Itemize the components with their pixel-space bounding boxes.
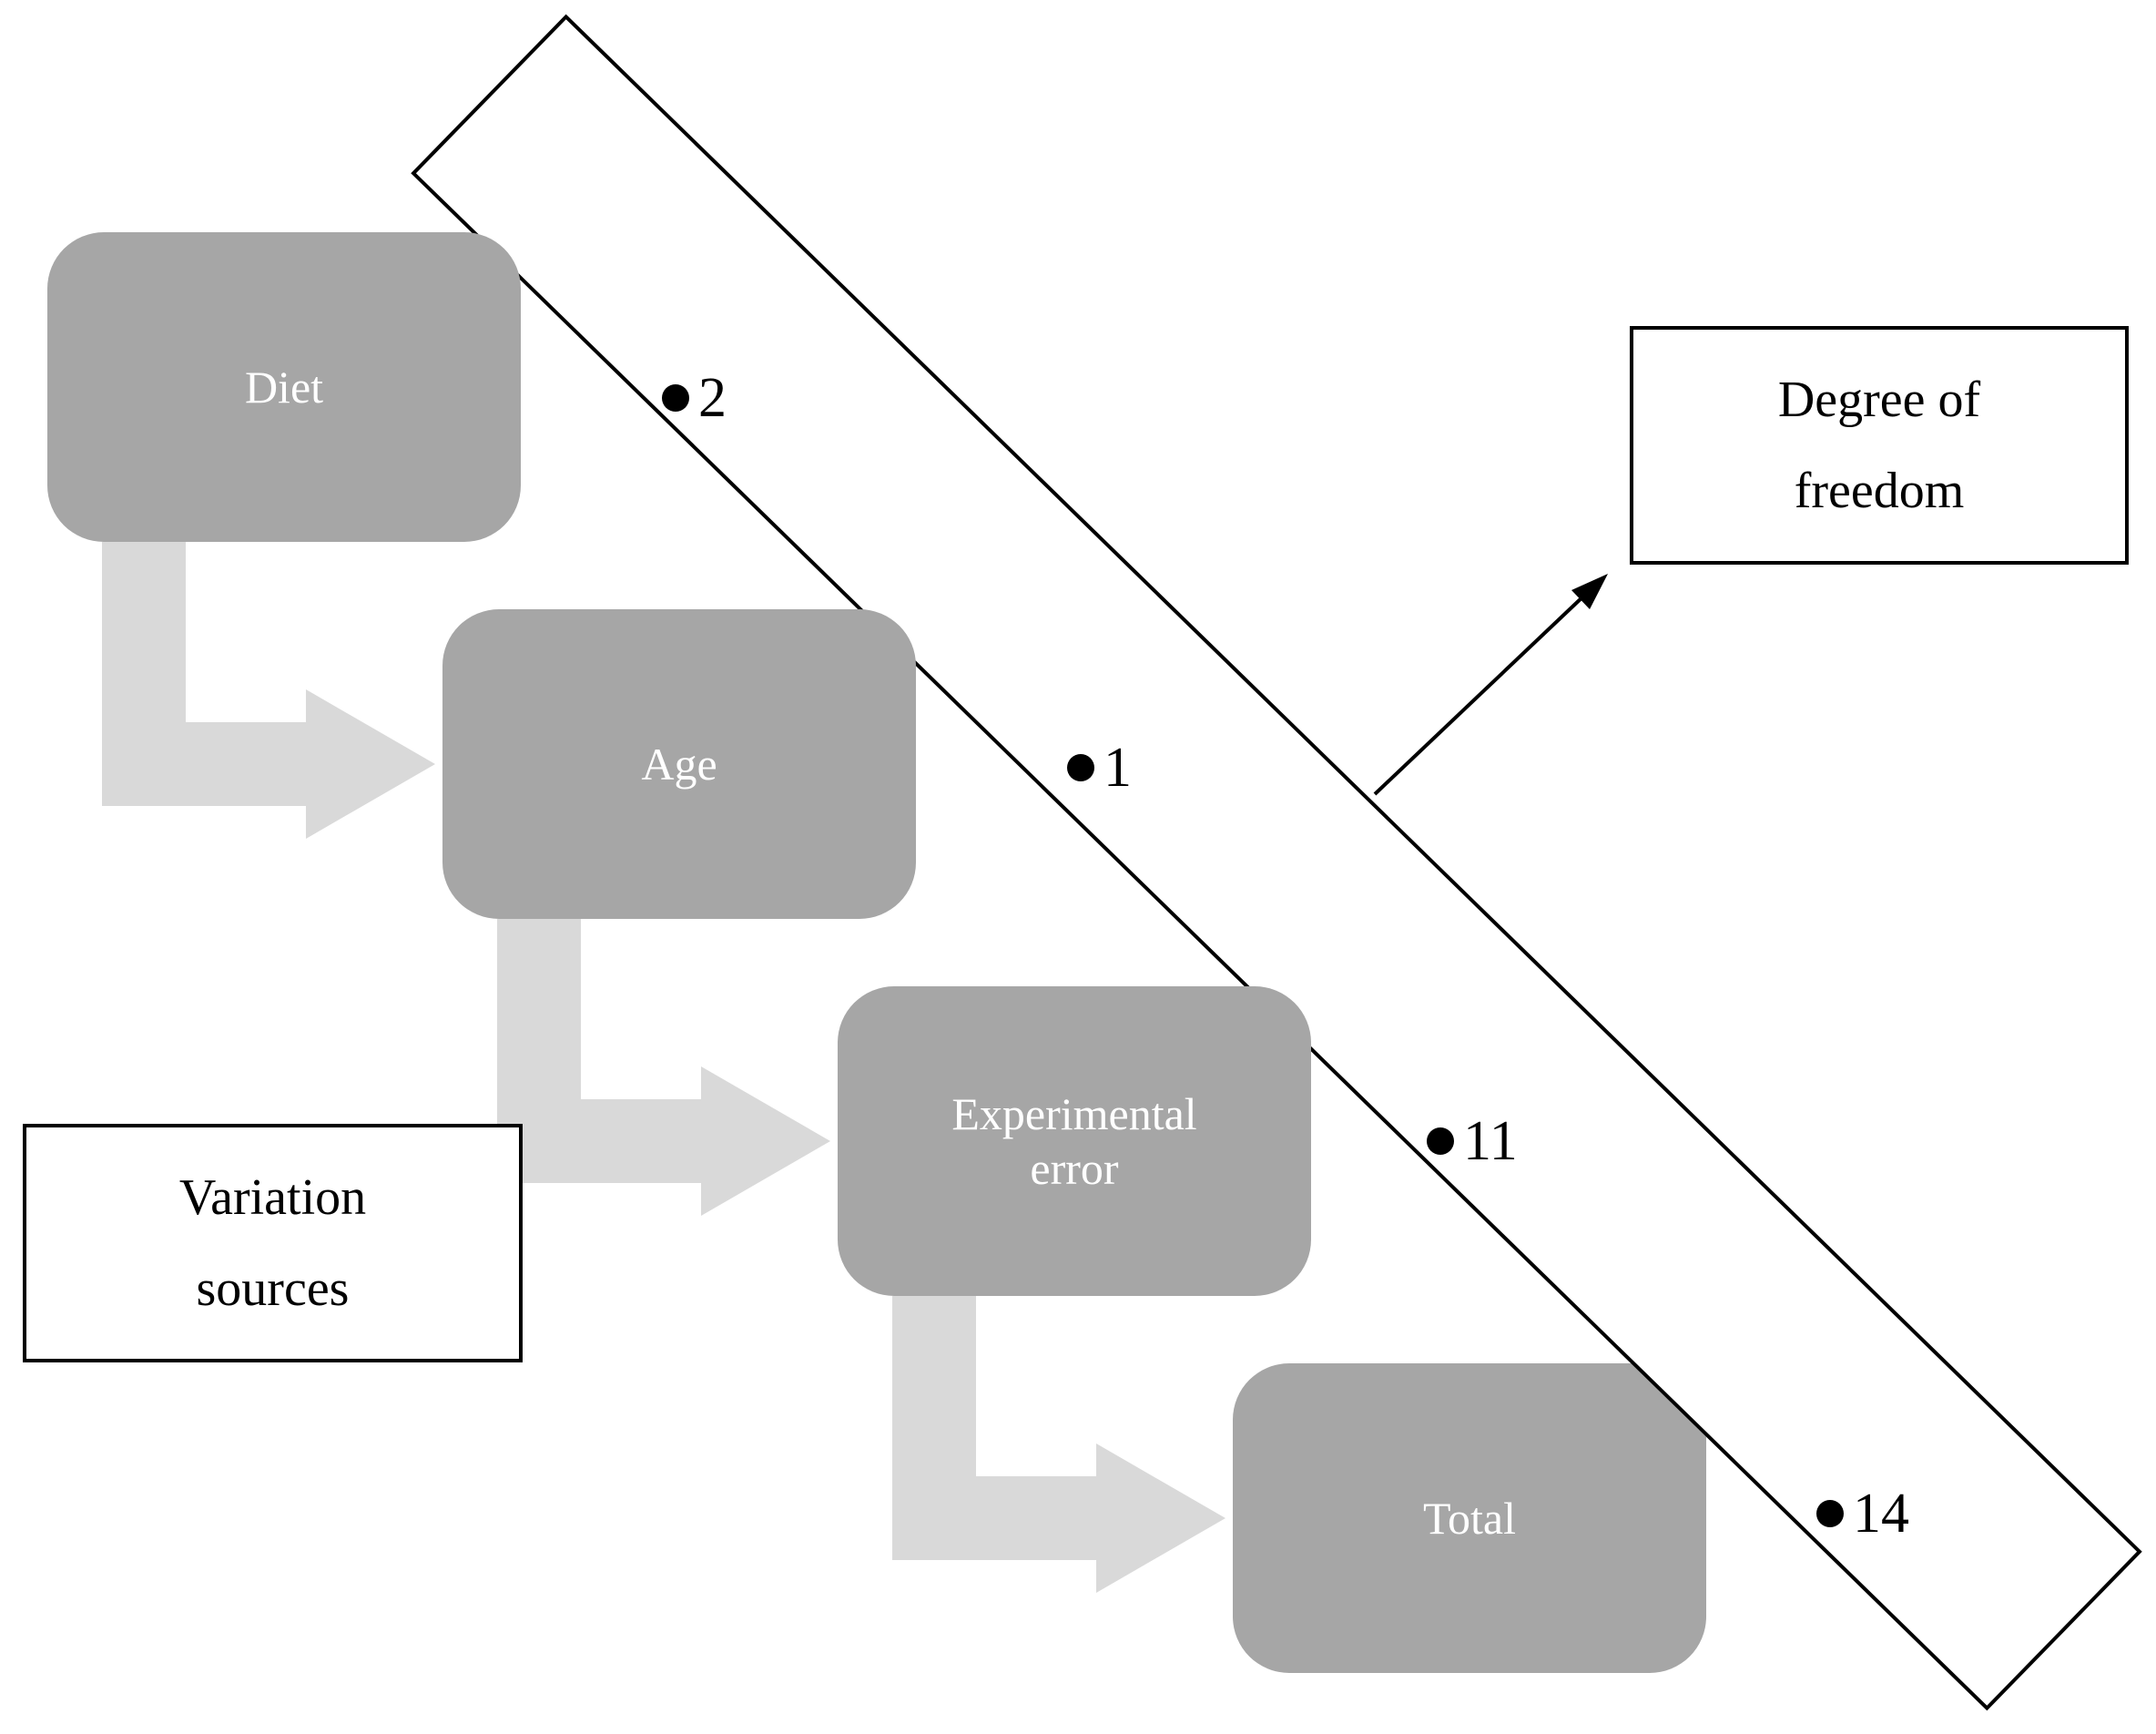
df-pointer-arrow-icon — [1373, 574, 1608, 796]
node-age-label-line1: Age — [641, 739, 717, 790]
df-marker-age: 1 — [1067, 736, 1132, 800]
variation-sources-line2: sources — [196, 1260, 350, 1318]
elbow-arrow-horizontal-bar — [892, 1476, 1096, 1560]
df-marker-total: 14 — [1816, 1482, 1909, 1545]
node-total-label-line1: Total — [1422, 1493, 1517, 1544]
df-marker-diet: 2 — [662, 366, 727, 430]
node-age: Age — [442, 609, 916, 919]
node-age-label: Age — [641, 737, 717, 791]
degree-of-freedom-line1: Degree of — [1777, 371, 1981, 428]
df-marker-experimental-error: 11 — [1427, 1109, 1518, 1173]
bullet-dot-icon — [662, 384, 689, 412]
elbow-arrow-head-icon — [306, 689, 435, 839]
df-value-diet: 2 — [698, 367, 727, 429]
node-experimental-error: Experimental error — [838, 986, 1311, 1296]
df-value-age: 1 — [1103, 737, 1132, 799]
elbow-arrow-horizontal-bar — [497, 1099, 701, 1183]
node-experimental-error-label-line1: Experimental — [951, 1088, 1197, 1139]
bullet-dot-icon — [1427, 1127, 1454, 1155]
node-diet-label: Diet — [245, 360, 323, 414]
node-total-label: Total — [1423, 1491, 1516, 1545]
bullet-dot-icon — [1816, 1500, 1844, 1527]
degree-of-freedom-box: Degree of freedom — [1630, 326, 2129, 565]
variation-sources-line1: Variation — [178, 1168, 367, 1226]
elbow-arrow-head-icon — [1096, 1443, 1225, 1593]
node-diet-label-line1: Diet — [244, 362, 324, 413]
elbow-arrow-head-icon — [701, 1066, 830, 1216]
variation-sources-box: Variation sources — [23, 1124, 523, 1362]
node-diet: Diet — [47, 232, 521, 542]
df-value-experimental-error: 11 — [1463, 1110, 1518, 1172]
degree-of-freedom-line2: freedom — [1794, 463, 1965, 520]
bullet-dot-icon — [1067, 754, 1094, 781]
df-value-total: 14 — [1853, 1483, 1909, 1545]
elbow-arrow-horizontal-bar — [102, 722, 306, 806]
node-experimental-error-label-line2: error — [1030, 1143, 1119, 1194]
node-experimental-error-label: Experimental error — [951, 1086, 1196, 1196]
node-total: Total — [1233, 1363, 1706, 1673]
